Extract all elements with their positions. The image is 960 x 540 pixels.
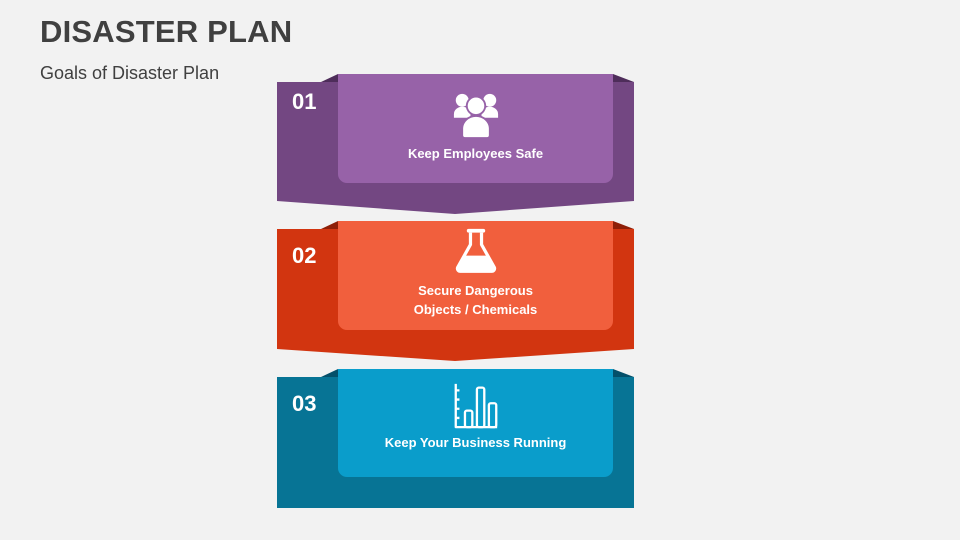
step-number: 03: [292, 391, 317, 416]
step-3: 03 Keep Your Business Running: [277, 369, 634, 508]
page-title: DISASTER PLAN: [40, 14, 293, 49]
step-card: Secure Dangerous Objects / Chemicals: [338, 221, 613, 330]
step-number: 02: [292, 243, 317, 268]
step-label: Secure Dangerous Objects / Chemicals: [414, 281, 538, 319]
step-label-line-2: Objects / Chemicals: [413, 302, 538, 317]
people-group-icon: [453, 93, 498, 139]
step-1: 01 Keep Employees Safe: [277, 74, 634, 215]
step-label: Keep Your Business Running: [384, 435, 567, 450]
bar-chart-icon: [454, 383, 497, 429]
page-subtitle: Goals of Disaster Plan: [40, 63, 220, 83]
flask-icon: [455, 228, 496, 273]
step-label: Keep Employees Safe: [407, 146, 544, 161]
step-label-line-1: Secure Dangerous: [418, 283, 533, 298]
step-card: Keep Employees Safe: [338, 74, 613, 183]
step-number: 01: [292, 89, 317, 114]
step-card: Keep Your Business Running: [338, 369, 613, 477]
step-2: 02 Secure Dangerous Objects / Chemicals: [277, 221, 634, 362]
